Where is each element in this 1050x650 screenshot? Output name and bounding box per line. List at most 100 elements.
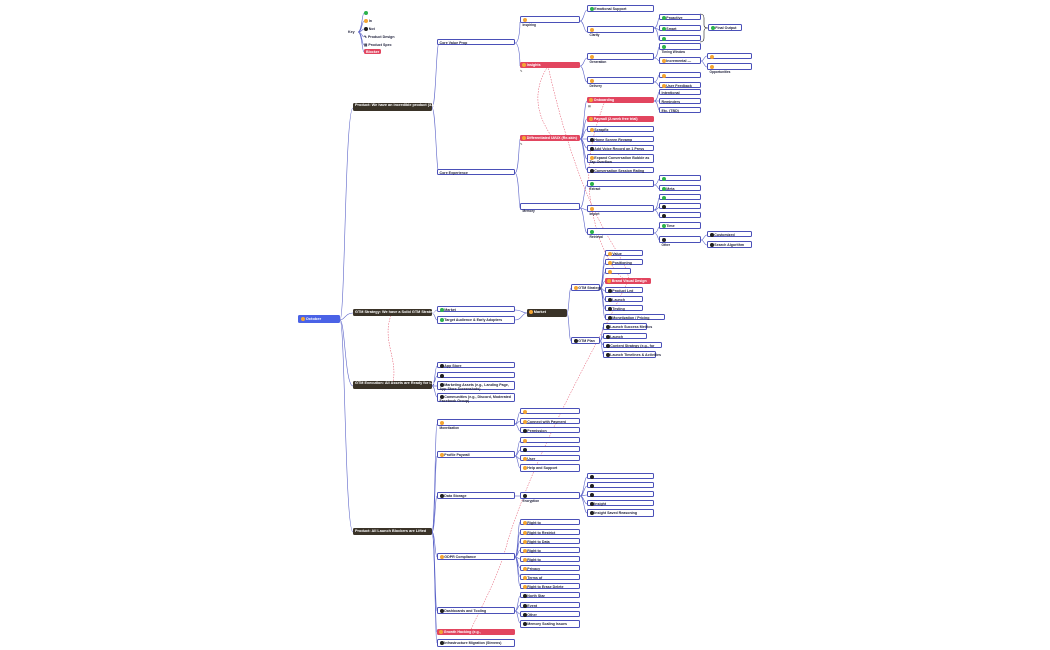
clarity-node[interactable]: Clarity	[587, 26, 654, 37]
add-voice-node[interactable]: Add Voice Record on 1 Press	[587, 145, 654, 151]
import-sub-node[interactable]	[659, 212, 701, 218]
value-node[interactable]: Value	[605, 250, 643, 256]
other-node[interactable]: Other	[659, 236, 701, 247]
right-to-node[interactable]: Right to	[520, 547, 580, 553]
data-storage-node[interactable]: Data Storage	[437, 492, 515, 499]
marketing-assets-node[interactable]: Marketing Assets (e.g., Landing Page, Ap…	[437, 381, 515, 391]
delivery-node[interactable]: Delivery	[587, 77, 654, 88]
right-to-node[interactable]: Right to	[520, 556, 580, 562]
import-sub-node[interactable]	[659, 194, 701, 200]
extract-sub-node[interactable]	[659, 175, 701, 181]
privacy-node[interactable]: Privacy	[520, 565, 580, 571]
market-hub-node[interactable]: Market	[527, 309, 567, 317]
positioning-node[interactable]: Positioning	[605, 259, 643, 265]
gdpr-node[interactable]: GDPR Compliance	[437, 553, 515, 560]
encryption-sub-node[interactable]	[587, 473, 654, 479]
paywall-node[interactable]: Paywall (2-week free trial)	[587, 116, 654, 122]
event-node[interactable]: Event	[520, 602, 580, 608]
gtm-execution-sub-node[interactable]	[437, 372, 515, 378]
right-erase-node[interactable]: Right to Erase Delete	[520, 583, 580, 589]
delivery-sub-node[interactable]	[659, 72, 701, 78]
launch-sub-node[interactable]: Launch	[605, 296, 643, 302]
gtm-strategy-sub-node[interactable]	[605, 268, 631, 274]
extract-node[interactable]: Extract	[587, 180, 654, 191]
market-node[interactable]: Market	[437, 306, 515, 312]
gtm-strategy-node[interactable]: GTM Strategy: We have a Solid GTM Strate…	[353, 309, 437, 316]
launch-blockers-node[interactable]: Product: All Launch Blockers are Lifted	[353, 528, 432, 535]
other-dashboard-node[interactable]: Other	[520, 611, 580, 617]
time-node[interactable]: Time	[659, 222, 701, 229]
scrapfix-node[interactable]: Scrapfix	[587, 126, 654, 132]
gtm-plan-node[interactable]: GTM Plan	[571, 337, 600, 344]
onboarding-node[interactable]: Onboarding	[587, 97, 654, 103]
launch-node[interactable]: Launch	[603, 333, 647, 339]
meta-node[interactable]: Meta	[659, 185, 701, 191]
opportunities-node[interactable]: Opportunities	[707, 63, 752, 74]
target-audience-node[interactable]: Target Audience & Early Adopters	[437, 316, 515, 324]
emotional-support-node[interactable]: Emotional Support	[587, 5, 654, 12]
clarity-sub-node[interactable]	[659, 35, 701, 41]
insight-node[interactable]: Insight	[587, 500, 654, 506]
gtm-strategy-sub-node[interactable]: GTM Strategy	[571, 284, 602, 291]
user-node[interactable]: User	[520, 455, 580, 461]
profile-sub-node[interactable]	[520, 437, 580, 443]
core-experience-node[interactable]: Core Experience	[437, 169, 515, 175]
conversation-rating-node[interactable]: Conversation Session Rating	[587, 167, 654, 173]
right-to-node[interactable]: Right to	[520, 519, 580, 525]
incremental-node[interactable]: Incremental —	[659, 57, 701, 64]
differentiated-ui-node[interactable]: Differentiated UI/UX (Re-skin)	[520, 135, 580, 141]
launch-timelines-node[interactable]: Launch Timelines & Activities	[603, 351, 661, 358]
smart-node[interactable]: Smart	[659, 25, 701, 31]
product-led-node[interactable]: Product Led	[605, 287, 643, 293]
import-sub-node[interactable]	[659, 203, 701, 209]
user-feedback-node[interactable]: User Feedback	[659, 82, 701, 88]
encryption-sub-node[interactable]	[587, 491, 654, 497]
app-store-node[interactable]: App Store	[437, 362, 515, 368]
retrieval-node[interactable]: Retrieval	[587, 228, 654, 239]
insight-saved-node[interactable]: Insight Saved Reasoning	[587, 509, 654, 517]
infra-migration-node[interactable]: Infrastructure Migration (Strvens)	[437, 639, 515, 647]
permission-node[interactable]: Permission	[520, 427, 580, 433]
clarity-sub-node[interactable]: Proactive	[659, 14, 701, 20]
core-value-prop-node[interactable]: Core Value Prop	[437, 39, 515, 45]
brand-visual-node[interactable]: Brand Visual Design	[605, 278, 651, 284]
encryption-sub-node[interactable]	[587, 482, 654, 488]
inspiring-node[interactable]: Inspiring	[520, 16, 580, 27]
monetization-node[interactable]: Monetization	[437, 419, 515, 430]
testing-node[interactable]: Testing	[605, 305, 643, 311]
terms-node[interactable]: Terms of	[520, 574, 580, 580]
encryption-node[interactable]: Encryption	[520, 492, 580, 503]
insights-node[interactable]: Insights	[520, 62, 580, 68]
right-restrict-node[interactable]: Right to Restrict	[520, 529, 580, 535]
final-output-node[interactable]: Final Output	[708, 24, 742, 31]
search-algorithm-node[interactable]: Search Algorithm	[707, 241, 752, 248]
etc-node[interactable]: Etc. (TBD)	[659, 107, 701, 113]
customized-node[interactable]: Customized	[707, 231, 752, 237]
memory-node[interactable]: Memory	[520, 203, 580, 213]
expand-conversation-node[interactable]: Expand Conversation Bubble as Tap Overfl…	[587, 154, 654, 164]
gtm-execution-node[interactable]: GTM Execution: All Assets are Ready for …	[353, 381, 443, 389]
incremental-sub-node[interactable]	[707, 53, 752, 59]
north-star-node[interactable]: North Star	[520, 592, 580, 598]
connect-payment-node[interactable]: Connect with Payment	[520, 418, 580, 424]
monetization-sub-node[interactable]	[520, 408, 580, 414]
communities-node[interactable]: Communities (e.g., Discord, Moderated Fa…	[437, 393, 515, 403]
profile-sub-node[interactable]	[520, 446, 580, 452]
monetization-pricing-node[interactable]: Monetization / Pricing	[605, 314, 665, 320]
dashboards-node[interactable]: Dashboards and Tooling	[437, 607, 515, 614]
launch-success-node[interactable]: Launch Success Metrics	[603, 323, 652, 330]
help-support-node[interactable]: Help and Support	[520, 464, 580, 472]
generation-node[interactable]: Generation	[587, 53, 654, 64]
reminders-node[interactable]: Reminders	[659, 98, 701, 104]
profile-paywall-node[interactable]: Profile Paywall	[437, 451, 515, 458]
root-node[interactable]: October	[298, 315, 340, 323]
right-data-node[interactable]: Right to Data	[520, 538, 580, 544]
import-node[interactable]: Import	[587, 205, 654, 216]
content-strategy-node[interactable]: Content Strategy (e.g., for	[603, 342, 662, 348]
product-goal-node[interactable]: Product: We have an incredible product (…	[353, 103, 473, 111]
memory-scaling-node[interactable]: Memory Scaling Issues	[520, 620, 580, 628]
home-screen-node[interactable]: Home Screen Revamp	[587, 136, 654, 142]
timing-window-node[interactable]: Timing Window	[659, 43, 701, 54]
growth-hacking-node[interactable]: Growth Hacking (e.g.,	[437, 629, 515, 635]
intentional-node[interactable]: Intentional	[659, 89, 701, 95]
